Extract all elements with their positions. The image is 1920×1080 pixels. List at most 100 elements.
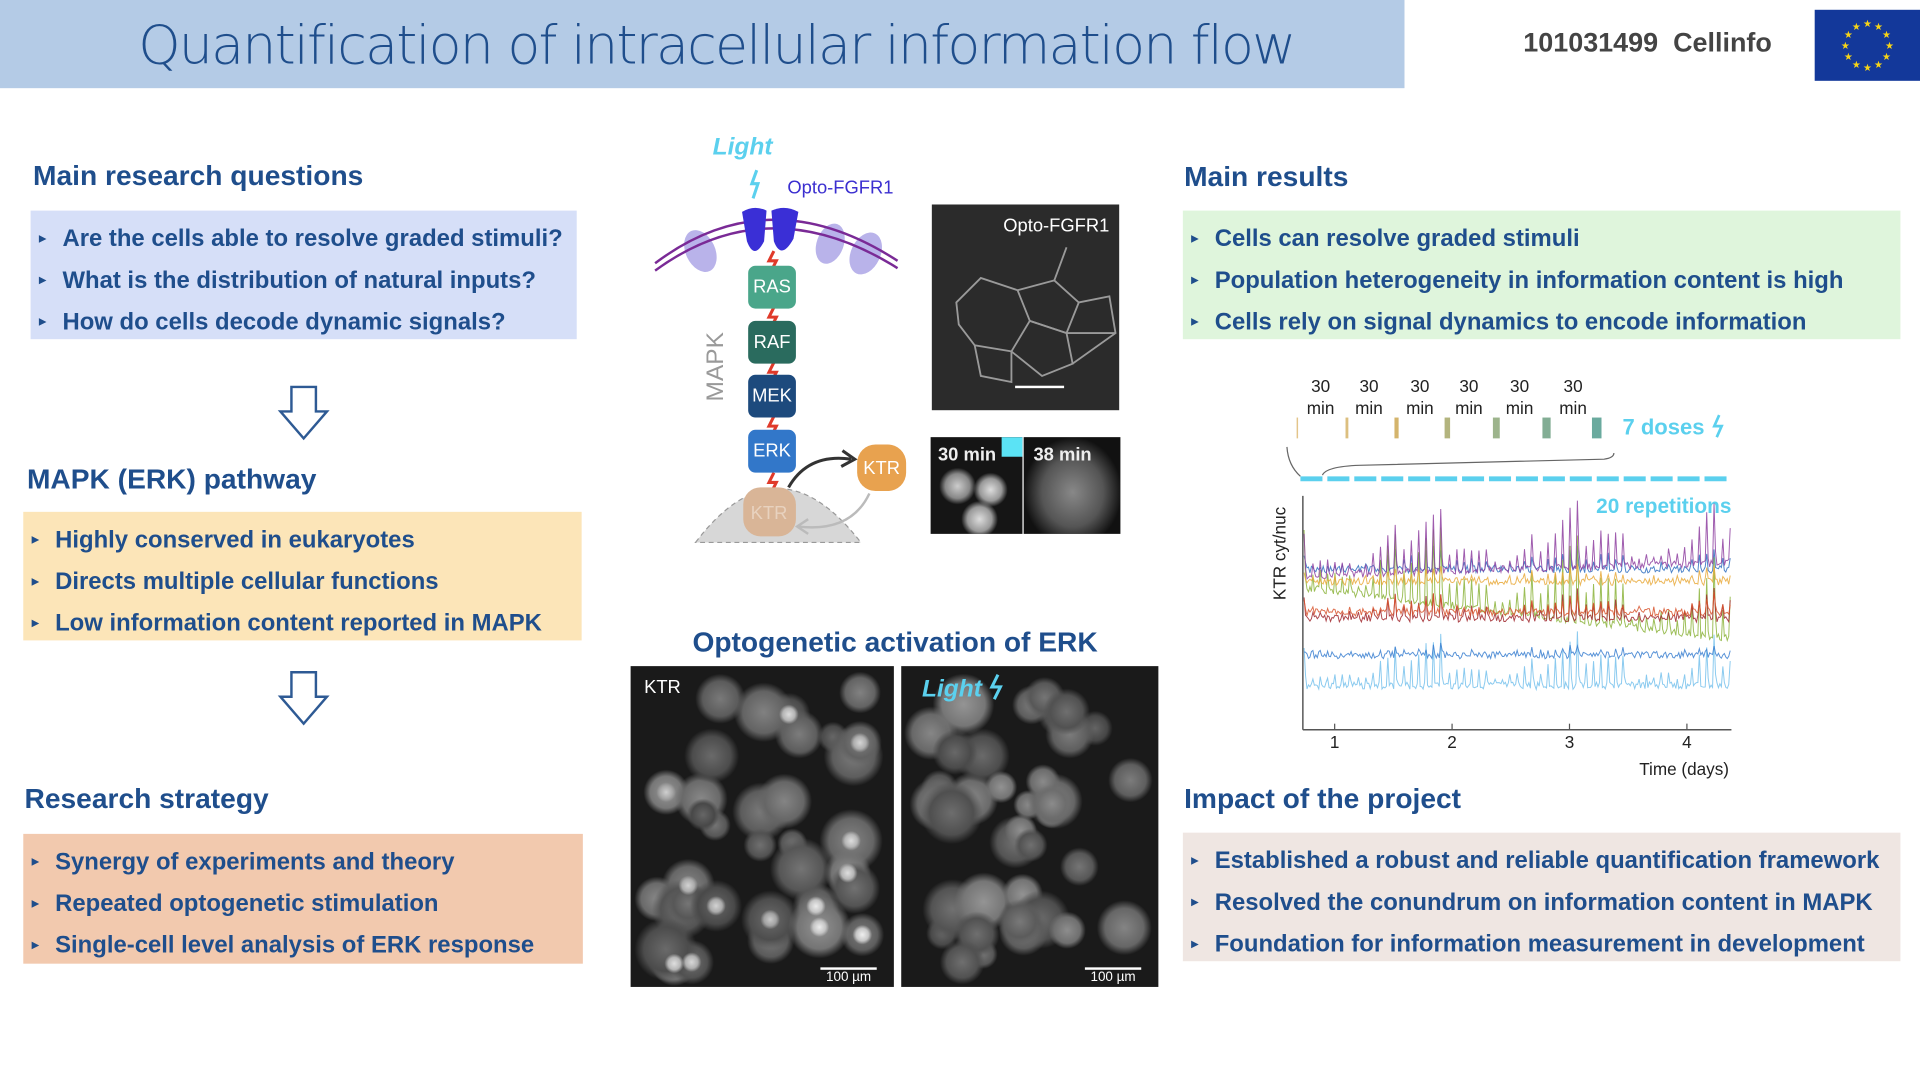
kinase-mek: MEK	[748, 375, 796, 419]
list-item-text: Population heterogeneity in information …	[1214, 266, 1844, 294]
scale-bar: 100 µm	[1084, 967, 1142, 984]
series-line	[1303, 545, 1731, 575]
opto-fgfr1-image: Opto-FGFR1	[931, 204, 1120, 411]
interval-value: 30	[1459, 376, 1478, 396]
list-item-text: Foundation for information measurement i…	[1214, 930, 1865, 958]
dose-bar	[1345, 417, 1349, 439]
dose-bar	[1492, 417, 1500, 439]
mapk-label: MAPK	[702, 332, 730, 402]
list-item-text: Resolved the conundrum on information co…	[1214, 888, 1873, 916]
bullet-icon: ▸	[39, 314, 46, 330]
list-item-text: What is the distribution of natural inpu…	[62, 266, 537, 294]
ktr-38min-image: 38 min	[1023, 437, 1121, 534]
list-item-text: Cells can resolve graded stimuli	[1214, 225, 1580, 253]
pathway-heading: MAPK (ERK) pathway	[26, 462, 317, 495]
interval-unit: min	[1406, 398, 1434, 418]
questions-box: ▸Are the cells able to resolve graded st…	[30, 210, 577, 343]
scale-bar: 100 µm	[820, 967, 877, 985]
x-tick-label: 2	[1447, 732, 1457, 752]
list-item: ▸ Established a robust and reliable quant…	[1183, 840, 1901, 882]
scale-bar	[1015, 385, 1065, 389]
ktr-nuclear-label: KTR	[751, 502, 788, 523]
list-item: ▸Foundation for information measurement …	[1183, 923, 1901, 965]
list-item: ▸ How do cells decode dynamic signals?	[31, 301, 577, 343]
list-item: ▸Directs multiple cellular functions	[23, 561, 581, 603]
impact-box: ▸ Established a robust and reliable quant…	[1182, 832, 1901, 965]
dose-bar	[1444, 417, 1451, 439]
bullet-icon: ▸	[31, 937, 39, 953]
eu-flag-icon: ★★★★★★★★★★★★	[1814, 9, 1920, 81]
list-item: ▸ What is the distribution of natural inp…	[31, 260, 577, 302]
list-item-text: Established a robust and reliable quanti…	[1214, 847, 1880, 875]
svg-text:★: ★	[1844, 30, 1853, 41]
bullet-icon: ▸	[1191, 853, 1199, 869]
list-item: ▸Are the cells able to resolve graded st…	[31, 218, 577, 260]
page-title: Quantification of intracellular informat…	[138, 14, 1296, 78]
impact-heading: Impact of the project	[1184, 782, 1462, 815]
list-item: ▸Resolved the conundrum on information c…	[1183, 882, 1901, 924]
svg-text:★: ★	[1844, 52, 1853, 63]
svg-text:★: ★	[1874, 60, 1883, 71]
bullet-icon: ▸	[31, 854, 39, 870]
interval-unit: min	[1455, 398, 1483, 418]
list-item: ▸ Population heterogeneity in information…	[1183, 260, 1901, 302]
interval-value: 30	[1359, 376, 1378, 396]
x-axis-label: Time (days)	[1639, 759, 1729, 779]
light-label: Light	[712, 133, 773, 161]
header-bar	[0, 0, 1405, 89]
ktr-image-label: KTR	[644, 677, 681, 698]
mapk-pathway-diagram: KTR	[654, 169, 907, 544]
bullet-icon: ▸	[1191, 273, 1199, 288]
dose-bar	[1591, 417, 1602, 439]
project-id: 101031499 Cellinfo	[1523, 26, 1772, 58]
interval-unit: min	[1559, 398, 1587, 418]
series-line	[1303, 631, 1731, 692]
light-pulse-marker	[1001, 437, 1023, 457]
svg-text:★: ★	[1863, 63, 1872, 74]
bullet-icon: ▸	[1191, 314, 1199, 330]
results-box: ▸ Cells can resolve graded stimuli ▸ Popula…	[1182, 210, 1901, 343]
interval-unit: min	[1355, 398, 1383, 418]
time-30min-label: 30 min	[937, 444, 997, 466]
dose-bar	[1296, 417, 1299, 439]
bullet-icon: ▸	[39, 273, 46, 288]
ktr-30min-image: 30 min	[930, 437, 1023, 534]
time-38min-label: 38 min	[1033, 444, 1092, 466]
svg-text:★: ★	[1874, 22, 1883, 33]
down-arrow-icon	[277, 671, 330, 726]
kinase-raf: RAF	[748, 320, 796, 364]
svg-text:★: ★	[1841, 41, 1850, 52]
series-line	[1303, 527, 1731, 643]
list-item-text: Single-cell level analysis of ERK respon…	[55, 931, 535, 959]
light-image-label-text: Light	[922, 675, 982, 703]
questions-heading: Main research questions	[33, 159, 364, 192]
opto-fgfr1-image-label: Opto-FGFR1	[1003, 215, 1110, 237]
bullet-icon: ▸	[39, 231, 46, 247]
list-item: ▸ Synergy of experiments and theory	[23, 841, 583, 883]
list-item: ▸Low information content reported in MAP…	[23, 602, 581, 644]
svg-text:★: ★	[1882, 30, 1891, 41]
list-item: ▸Highly conserved in eukaryotes	[23, 519, 581, 561]
list-item-text: Repeated optogenetic stimulation	[55, 890, 439, 918]
bullet-icon: ▸	[31, 615, 39, 631]
list-item: ▸Cells rely on signal dynamics to encode…	[1183, 301, 1901, 343]
list-item-text: Synergy of experiments and theory	[55, 848, 455, 876]
interval-value: 30	[1410, 376, 1429, 396]
bullet-icon: ▸	[31, 574, 39, 589]
interval-value: 30	[1311, 376, 1330, 396]
interval-value: 30	[1564, 376, 1583, 396]
bullet-icon: ▸	[1191, 231, 1199, 247]
svg-text:★: ★	[1863, 19, 1872, 30]
series-line	[1303, 563, 1731, 587]
pathway-box: ▸Highly conserved in eukaryotes▸Directs …	[23, 511, 582, 644]
list-item-text: How do cells decode dynamic signals?	[62, 308, 506, 336]
list-item: ▸Repeated optogenetic stimulation	[23, 883, 583, 925]
list-item: ▸ Cells can resolve graded stimuli	[1183, 218, 1901, 260]
light-bolt-icon	[749, 169, 761, 199]
light-image-label: Light	[922, 673, 1006, 704]
scale-label: 100 µm	[825, 969, 872, 985]
brace	[1286, 446, 1615, 477]
interval-value: 30	[1510, 376, 1529, 396]
interval-unit: min	[1506, 398, 1534, 418]
